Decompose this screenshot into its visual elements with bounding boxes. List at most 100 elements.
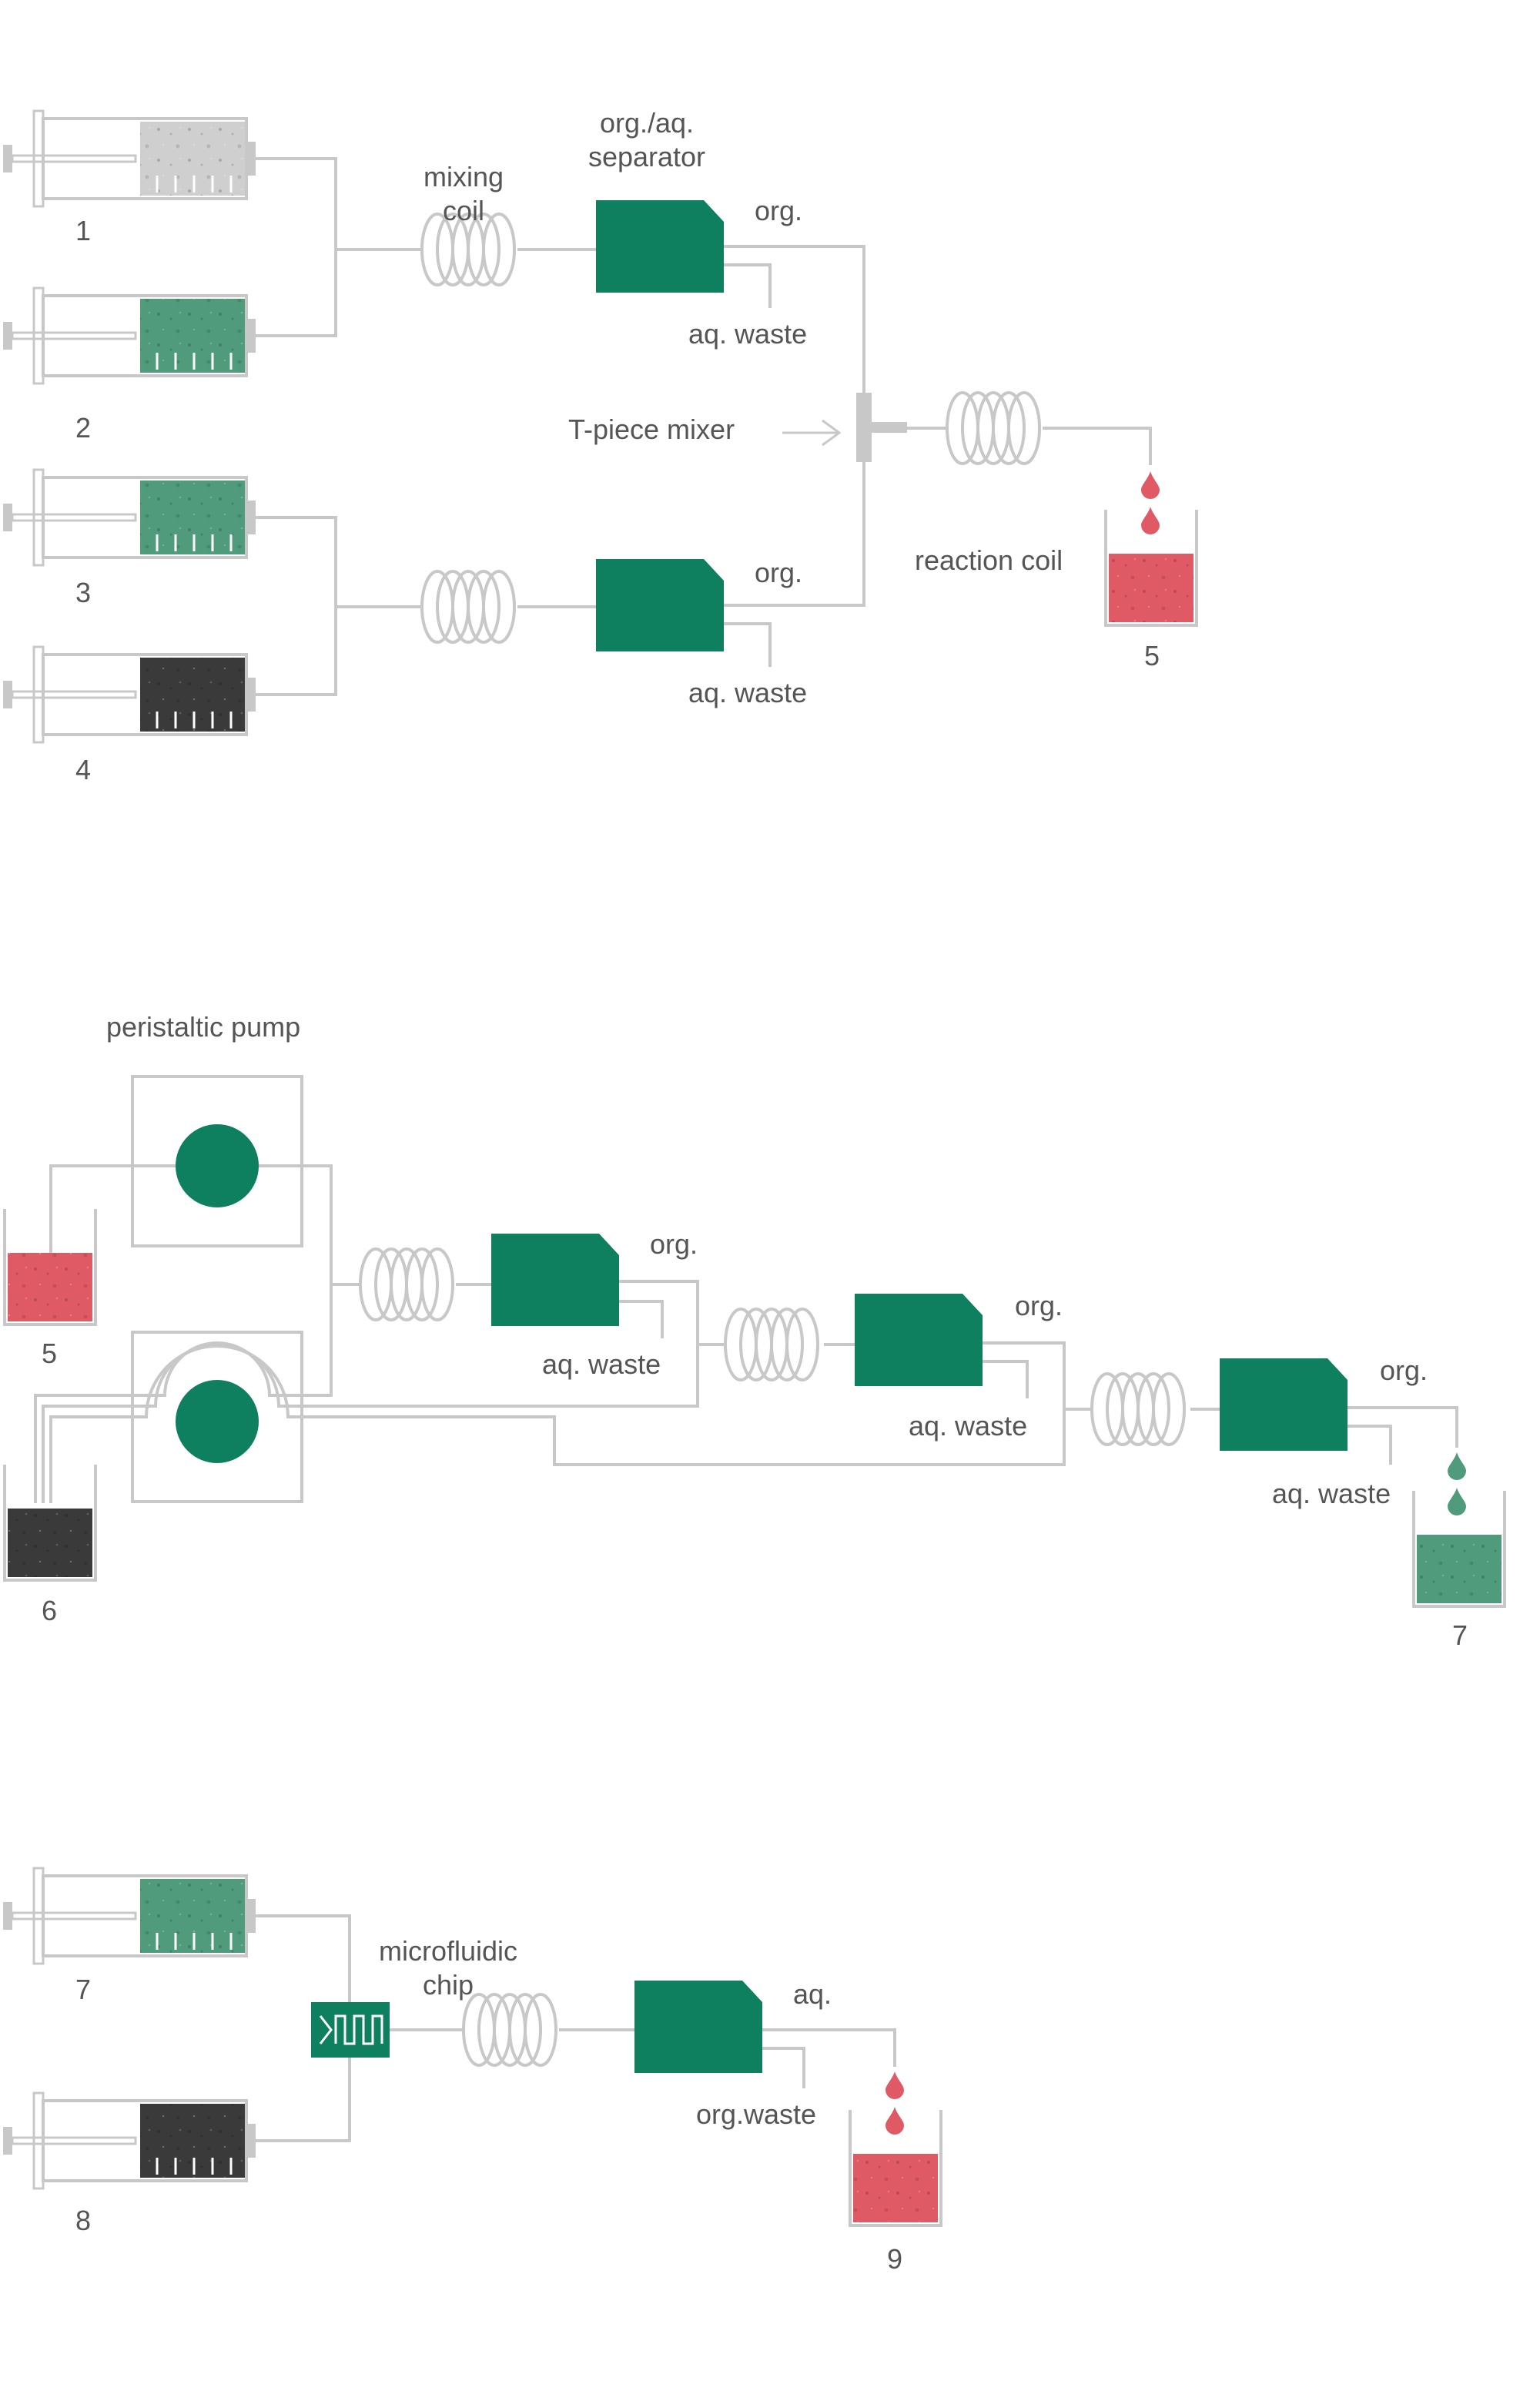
coil-loop [1137,1372,1170,1446]
coil-loop [1152,1372,1186,1446]
mixing-coil-label-2: coil [443,195,484,226]
peristaltic-pump-label: peristaltic pump [106,1011,300,1043]
plunger-rod [11,2136,137,2145]
stage-2-waste-label: aq. waste [909,1410,1027,1442]
tube-stage-3-org [1348,1406,1458,1448]
plunger-rod [11,690,137,699]
reservoir-5 [3,1209,97,1326]
plunger-thumb [3,145,12,172]
tube-section-3-aq [762,2028,896,2067]
plunger-thumb [3,681,12,708]
tube-stage-2-org [302,1341,1066,1466]
coil-loop [482,213,516,286]
syringe-1-number: 1 [75,215,91,246]
t-piece-arrow [782,419,842,447]
t-piece-label: T-piece mixer [568,414,735,445]
syringe-4-number: 4 [75,754,91,785]
separator-section-3 [634,1981,762,2073]
beaker-liquid-texture [853,2154,938,2222]
tube-to-product-5 [1043,427,1152,465]
syringe-4 [3,645,256,744]
reservoir-5-number: 5 [42,1338,57,1369]
reservoir-liquid-texture [8,1253,92,1321]
syringe-1 [3,109,256,208]
product-beaker-9 [849,2071,942,2227]
aq-waste-label-bottom: aq. waste [688,677,807,708]
coil-loop [785,1308,819,1381]
org-label-bottom: org. [755,557,802,588]
syringe-7 [3,1867,256,1965]
mixing-coil-upper [420,213,516,286]
syringe-3 [3,468,256,567]
syringe-liquid-texture [140,2104,245,2178]
chip-label-2: chip [423,1969,474,2001]
tube-upper-org [724,245,865,425]
t-piece-stub [872,422,907,433]
plunger-thumb [3,2127,12,2155]
coil-section-3 [462,1993,557,2067]
separator-stage-1 [491,1234,619,1326]
coil-stage-2 [724,1308,819,1381]
separator-lower [596,559,724,651]
coil-stage-1 [359,1247,454,1321]
stage-1-org-label: org. [650,1228,698,1260]
product-5-number: 5 [1144,640,1160,671]
product-9-number: 9 [887,2243,902,2275]
org-label-top: org. [755,195,802,226]
separator-stage-2 [855,1294,983,1386]
product-7-number: 7 [1452,1619,1468,1651]
tube-lower-aq [724,622,772,667]
tube-pumps-to-coil-a [302,1164,333,1397]
plunger-rod [11,331,137,340]
tube-s8 [254,2058,351,2142]
aq-waste-label-top: aq. waste [688,318,807,350]
tube-s4 [254,607,337,696]
beaker-outline [1104,510,1198,627]
beaker-liquid-texture [1109,554,1194,622]
coil-loop [482,570,516,644]
syringe-nozzle [246,1899,256,1933]
reservoir-outline [3,1465,97,1582]
peristaltic-pump-1-rotor [176,1124,259,1207]
reservoir-6-number: 6 [42,1595,57,1626]
tube-s1 [254,157,337,249]
coil-loop [467,570,500,644]
coil-loop [508,1993,542,2067]
pump-1-tube [49,1124,302,1257]
syringe-liquid-texture [140,299,245,373]
drop [886,2107,904,2135]
beaker-outline [849,2110,942,2227]
chip-label-1: microfluidic [379,1935,517,1967]
plunger-rod [11,513,137,522]
syringe-8 [3,2091,256,2190]
reservoir-outline [3,1209,97,1326]
syringe-2 [3,286,256,385]
coil-loop [467,213,500,286]
tube-section-3-waste [762,2047,805,2088]
mixing-coil-lower [420,570,516,644]
syringe-nozzle [246,142,256,176]
tube-stage-3-aq [1348,1425,1392,1465]
product-beaker-5 [1104,471,1198,627]
t-piece-mixer [856,393,872,462]
mixing-coil-label-1: mixing [424,161,504,193]
reservoir-6 [3,1465,97,1582]
tube-stage-1-aq [619,1300,664,1338]
syringe-2-number: 2 [75,412,91,444]
coil-loop [1007,391,1041,465]
drop [1448,1488,1466,1515]
separator-stage-3 [1220,1358,1348,1451]
plunger-rod [11,1911,137,1921]
syringe-7-number: 7 [75,1974,91,2005]
coil-loop [770,1308,804,1381]
separator-upper [596,200,724,293]
separator-label-1: org./aq. [600,107,694,139]
tube-s2 [254,249,337,337]
beaker-outline [1412,1491,1506,1608]
stage-1-waste-label: aq. waste [542,1348,661,1380]
stage-3-org-label: org. [1380,1355,1428,1386]
coil-loop [405,1247,439,1321]
microfluidic-chip [311,2002,390,2058]
coil-loop [420,1247,454,1321]
